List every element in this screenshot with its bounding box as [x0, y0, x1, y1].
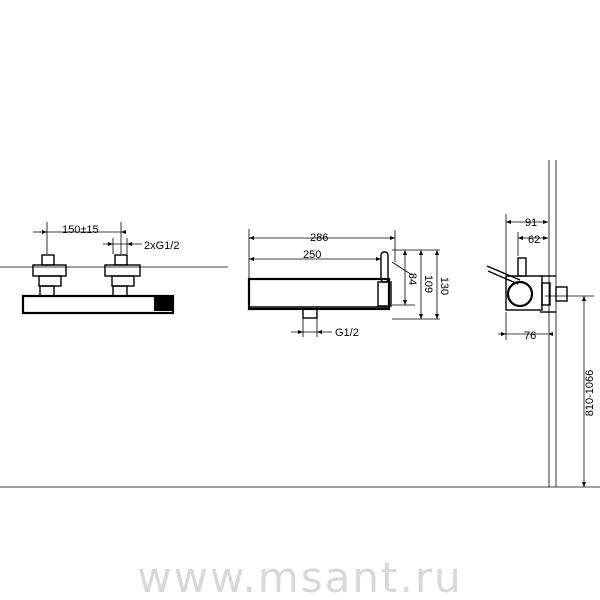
side-outlet: [302, 308, 318, 319]
dim-height-130-label: 130: [438, 277, 450, 295]
side-body: [247, 277, 391, 311]
right-union: [112, 285, 128, 297]
left-eccentric: [38, 275, 62, 287]
end-handle-stem: [517, 257, 527, 277]
end-body-circle: [506, 280, 534, 308]
dim-inlet-label: 2xG1/2: [144, 240, 179, 252]
right-eccentric: [111, 275, 135, 287]
end-wall-connector: [555, 286, 568, 302]
dim-length-label: 286: [310, 232, 328, 244]
front-body: [21, 294, 175, 315]
dim-height-109-label: 109: [422, 275, 434, 293]
side-handle-base: [377, 281, 392, 307]
dim-depth-62-label: 62: [528, 234, 540, 246]
left-union: [39, 285, 55, 297]
side-handle: [380, 251, 389, 283]
side-view: 286 250 84 109 130 G1/2: [247, 229, 450, 339]
end-union: [541, 282, 551, 306]
frame-lines: [0, 160, 600, 488]
end-view: 91 62 76 810-1066: [486, 214, 596, 487]
left-inlet-nut: [41, 254, 55, 266]
right-inlet-nut: [114, 254, 128, 266]
watermark: www.msant.ru: [137, 553, 462, 600]
dim-mount-height-label: 810-1066: [584, 370, 596, 417]
dim-spacing-label: 150±15: [62, 224, 99, 236]
front-body-cap: [154, 297, 173, 311]
front-view: 150±15 2xG1/2: [21, 222, 179, 315]
dim-body-length-label: 250: [303, 249, 321, 261]
dim-depth-91-label: 91: [525, 217, 537, 229]
dim-depth-76-label: 76: [524, 330, 536, 342]
dim-height-84-label: 84: [406, 273, 418, 285]
dim-outlet-label: G1/2: [335, 327, 359, 339]
